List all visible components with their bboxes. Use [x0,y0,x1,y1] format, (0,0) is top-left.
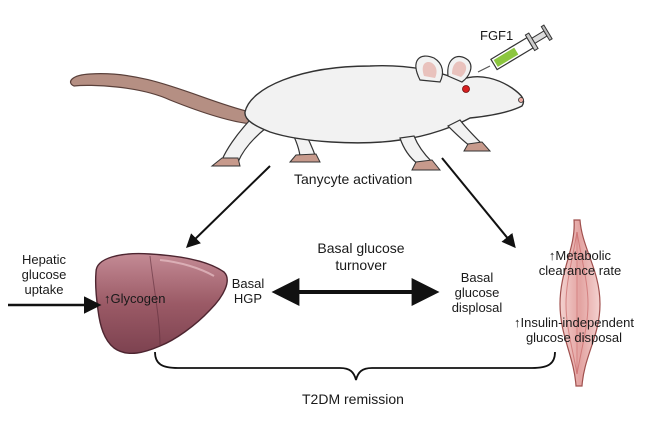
arrow-mouse-to-muscle [441,157,516,249]
syringe-icon [477,24,553,73]
arrow-mouse-to-liver [185,165,271,248]
muscle-illustration [559,219,601,387]
basal-hgp-label: Basal HGP [231,276,265,306]
liver-illustration [94,252,228,355]
metabolic-clearance-label: ↑Metabolic clearance rate [538,248,622,278]
insulin-independent-disposal-label: ↑Insulin-independent glucose disposal [514,315,634,345]
basal-glucose-turnover-label: Basal glucose turnover [317,240,405,273]
tanycyte-activation-label: Tanycyte activation [294,171,413,187]
fgf1-label: FGF1 [480,28,514,43]
hepatic-glucose-uptake-label: Hepatic glucose uptake [21,252,67,297]
mouse-illustration [69,55,525,171]
glycogen-label: ↑Glycogen [104,291,166,306]
remission-brace [154,351,556,381]
basal-glucose-disposal-label: Basal glucose displosal [451,270,503,315]
t2dm-remission-label: T2DM remission [302,391,404,407]
